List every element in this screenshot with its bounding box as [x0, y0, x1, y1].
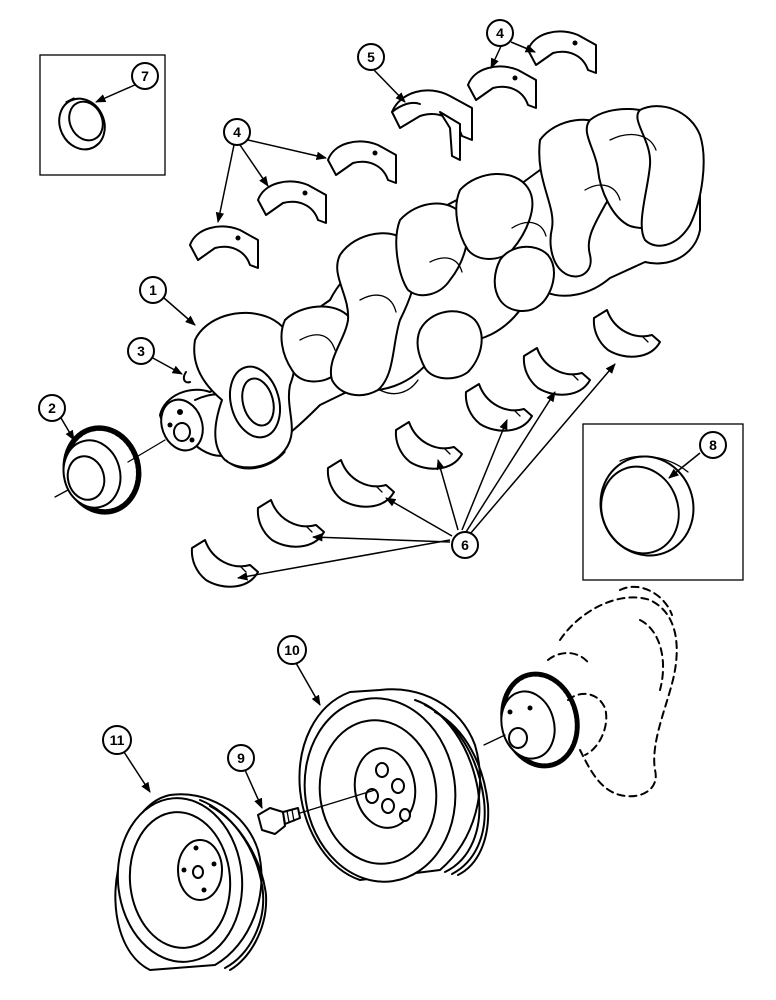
bearing-shell-lower-4 — [394, 421, 463, 470]
bearing-shell-lower-1 — [190, 539, 259, 588]
bearing-shell-lower-5 — [464, 383, 533, 432]
callout-2: 2 — [38, 394, 66, 422]
callout-4-right: 4 — [486, 19, 514, 47]
svg-text:3: 3 — [137, 343, 145, 359]
woodruff-key-part-3 — [182, 371, 191, 384]
inset-box-8 — [582, 423, 744, 581]
callout-11: 11 — [102, 725, 132, 755]
callout-3: 3 — [127, 337, 155, 365]
svg-text:10: 10 — [284, 642, 300, 658]
phantom-crank-end — [500, 585, 678, 798]
bearing-shell-upper-5 — [527, 30, 597, 74]
bearing-shell-lower-2 — [256, 499, 325, 548]
callout-6: 6 — [451, 531, 479, 559]
bearing-shell-upper-5-thrust — [391, 89, 473, 161]
inset-box-7 — [39, 54, 166, 176]
callout-5: 5 — [357, 43, 385, 71]
svg-text:4: 4 — [233, 124, 241, 140]
callout-7: 7 — [131, 62, 159, 90]
svg-text:6: 6 — [461, 537, 469, 553]
bearing-shell-lower-7 — [592, 309, 661, 358]
svg-text:4: 4 — [496, 25, 504, 41]
damper-pulley-part-10 — [298, 688, 506, 883]
callout-10: 10 — [277, 635, 307, 665]
bearing-shell-upper-2 — [257, 180, 327, 224]
bearing-shell-upper-3 — [327, 140, 397, 184]
bearing-shell-upper-1 — [189, 225, 259, 269]
pulley-part-11 — [114, 793, 268, 971]
callout-8: 8 — [699, 431, 727, 459]
crankshaft-part-1 — [159, 105, 705, 470]
bearing-shell-lower-6 — [522, 347, 591, 396]
thrust-ring-part-7 — [58, 97, 106, 151]
lower-bearing-shells — [190, 309, 661, 588]
svg-text:9: 9 — [237, 750, 245, 766]
callout-1: 1 — [139, 276, 167, 304]
bolt-part-9 — [257, 789, 376, 835]
svg-text:11: 11 — [110, 732, 125, 748]
leader-lines — [60, 41, 701, 809]
upper-bearing-shells — [189, 30, 597, 269]
bearing-shell-upper-4 — [467, 65, 537, 109]
callout-9: 9 — [227, 744, 255, 772]
seal-ring-part-8 — [599, 455, 695, 557]
callout-4-left: 4 — [223, 118, 251, 146]
crank-gear-part-2 — [54, 425, 166, 515]
svg-text:8: 8 — [709, 437, 717, 453]
svg-text:7: 7 — [141, 68, 149, 84]
bearing-shell-lower-3 — [326, 459, 395, 508]
callouts: 7 8 1 3 2 4 4 5 — [38, 19, 727, 772]
svg-text:1: 1 — [149, 282, 157, 298]
svg-text:2: 2 — [48, 400, 56, 416]
svg-text:5: 5 — [367, 49, 375, 65]
